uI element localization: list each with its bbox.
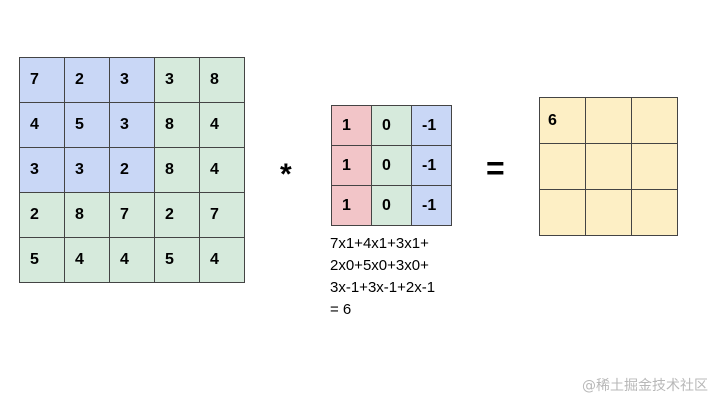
kernel-cell: -1: [411, 145, 452, 186]
kernel-cell: 1: [331, 185, 372, 226]
matrix-cell: 8: [199, 57, 245, 103]
matrix-cell: 3: [64, 147, 110, 193]
matrix-cell: 5: [19, 237, 65, 283]
kernel-cell: 0: [371, 145, 412, 186]
output-matrix: 6: [539, 97, 678, 236]
matrix-cell: 4: [199, 102, 245, 148]
input-matrix: 7 2 3 3 8 4 5 3 8 4 3 3 2 8 4 2 8 7 2 7: [19, 57, 245, 283]
kernel-row: 1 0 -1: [331, 145, 452, 186]
output-row: [539, 189, 678, 236]
matrix-cell: 4: [19, 102, 65, 148]
output-cell: [539, 189, 586, 236]
kernel-cell: 0: [371, 105, 412, 146]
matrix-cell: 3: [109, 57, 155, 103]
matrix-row: 2 8 7 2 7: [19, 192, 245, 238]
matrix-cell: 2: [109, 147, 155, 193]
matrix-cell: 3: [154, 57, 200, 103]
output-cell: [631, 143, 678, 190]
kernel-matrix: 1 0 -1 1 0 -1 1 0 -1: [331, 105, 452, 226]
matrix-cell: 7: [109, 192, 155, 238]
matrix-cell: 3: [19, 147, 65, 193]
matrix-row: 3 3 2 8 4: [19, 147, 245, 193]
matrix-cell: 4: [199, 237, 245, 283]
matrix-cell: 4: [64, 237, 110, 283]
output-cell: [585, 97, 632, 144]
matrix-cell: 4: [199, 147, 245, 193]
matrix-cell: 2: [64, 57, 110, 103]
matrix-cell: 3: [109, 102, 155, 148]
calculation-line: = 6: [330, 301, 352, 318]
calculation-line: 3x-1+3x-1+2x-1: [330, 279, 436, 296]
matrix-cell: 2: [154, 192, 200, 238]
output-row: 6: [539, 97, 678, 144]
matrix-cell: 5: [64, 102, 110, 148]
matrix-row: 4 5 3 8 4: [19, 102, 245, 148]
calculation-line: 2x0+5x0+3x0+: [330, 257, 429, 274]
matrix-cell: 7: [199, 192, 245, 238]
output-cell: [631, 97, 678, 144]
kernel-cell: 1: [331, 105, 372, 146]
output-cell: 6: [539, 97, 586, 144]
calculation-line: 7x1+4x1+3x1+: [330, 235, 429, 252]
matrix-cell: 2: [19, 192, 65, 238]
output-cell: [585, 189, 632, 236]
kernel-row: 1 0 -1: [331, 105, 452, 146]
matrix-cell: 8: [154, 102, 200, 148]
kernel-cell: -1: [411, 185, 452, 226]
output-cell: [585, 143, 632, 190]
kernel-cell: 1: [331, 145, 372, 186]
matrix-cell: 7: [19, 57, 65, 103]
output-cell: [631, 189, 678, 236]
matrix-cell: 5: [154, 237, 200, 283]
watermark: @稀土掘金技术社区: [582, 378, 708, 394]
kernel-cell: 0: [371, 185, 412, 226]
matrix-row: 7 2 3 3 8: [19, 57, 245, 103]
output-cell: [539, 143, 586, 190]
calculation-text: 7x1+4x1+3x1+ 2x0+5x0+3x0+ 3x-1+3x-1+2x-1…: [330, 233, 435, 321]
matrix-cell: 8: [154, 147, 200, 193]
kernel-cell: -1: [411, 105, 452, 146]
kernel-row: 1 0 -1: [331, 185, 452, 226]
equals-sign: =: [486, 150, 505, 186]
output-row: [539, 143, 678, 190]
matrix-cell: 4: [109, 237, 155, 283]
matrix-row: 5 4 4 5 4: [19, 237, 245, 283]
matrix-cell: 8: [64, 192, 110, 238]
convolution-operator: *: [280, 158, 292, 191]
